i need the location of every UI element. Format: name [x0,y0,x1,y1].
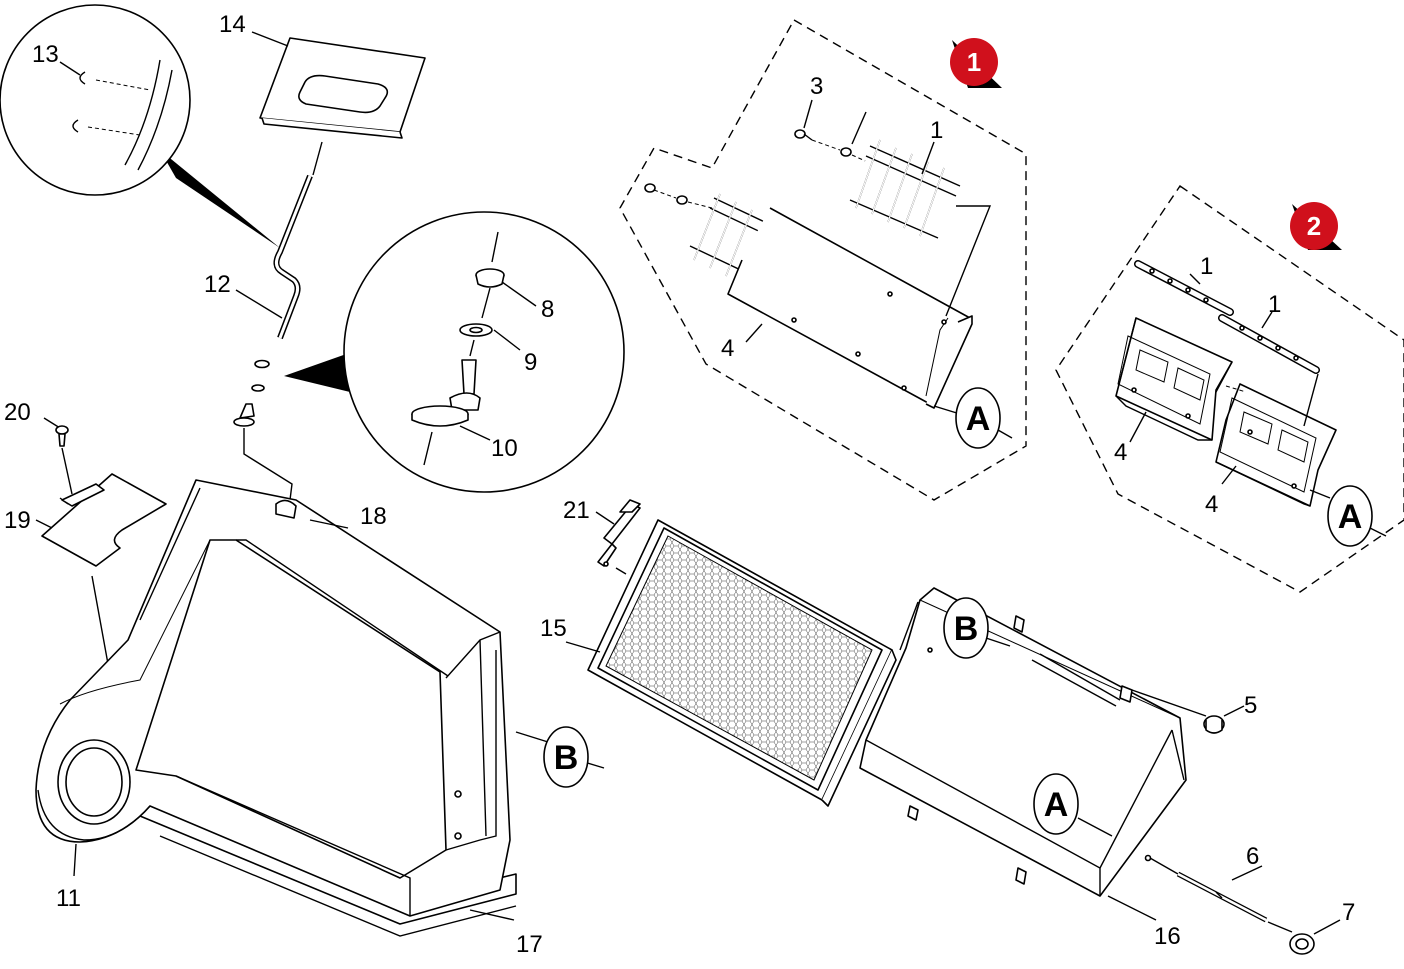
part-14-grip-plate [251,31,426,139]
module-left [1115,317,1233,441]
callout-1-variant2-lower: 1 [1268,291,1281,318]
badge-variant-1: 1 [967,47,981,77]
callout-12: 12 [204,271,231,298]
callout-18: 18 [360,503,387,530]
callout-6: 6 [1246,843,1259,870]
part-20-screw [43,417,73,495]
comb-upper [846,139,961,240]
callout-11: 11 [56,885,81,912]
part-15-filter-panel [565,519,897,807]
callout-17: 17 [516,931,543,958]
part-12-rod [233,141,323,501]
part-16-filter-housing [859,587,1187,921]
variant-2-group [1055,185,1404,593]
ref-a-housing: A [1044,786,1069,824]
callout-7: 7 [1342,899,1355,926]
callout-9: 9 [524,349,537,376]
callout-1-variant2-upper: 1 [1200,253,1213,280]
callout-4-variant1: 4 [721,335,734,362]
callout-19: 19 [4,507,31,534]
callout-13: 13 [32,41,59,68]
variant-1-group [619,19,1027,501]
callout-3: 3 [810,73,823,100]
part-21-bracket [595,499,641,575]
a-marker-housing [1033,773,1113,837]
ref-a-variant1: A [966,400,991,438]
part-5-knob [1131,689,1245,734]
ref-b-housing: B [954,610,979,648]
reference-letters: A A A B B [554,400,1363,824]
callout-8: 8 [541,296,554,323]
b-marker-duct [515,726,605,788]
part-7-washer [1289,919,1341,955]
callout-4-variant2-left: 4 [1114,439,1127,466]
callout-10: 10 [491,435,518,462]
callout-21: 21 [563,497,590,524]
b-marker-housing [943,597,1011,659]
part-19-gasket [35,473,167,665]
callout-14: 14 [219,11,246,38]
callout-1-variant1: 1 [930,117,943,144]
callout-20: 20 [4,399,31,426]
callout-16: 16 [1154,923,1181,950]
ref-b-duct: B [554,739,579,777]
callout-15: 15 [540,615,567,642]
module-right [1215,383,1337,507]
badge-variant-2: 2 [1307,211,1321,241]
variant-badges: 1 2 [967,47,1321,241]
part-6-pin [1149,857,1293,933]
comb-lower [689,193,791,293]
callout-4-variant2-right: 4 [1205,491,1218,518]
callout-labels: 14 13 12 8 9 10 20 19 18 11 17 21 15 16 … [4,11,1355,958]
part-11-housing [35,479,517,937]
detail-circle-clips [0,4,280,248]
callout-5: 5 [1244,692,1257,719]
detail-circle-fitting [284,211,625,493]
ref-a-variant2: A [1338,498,1363,536]
